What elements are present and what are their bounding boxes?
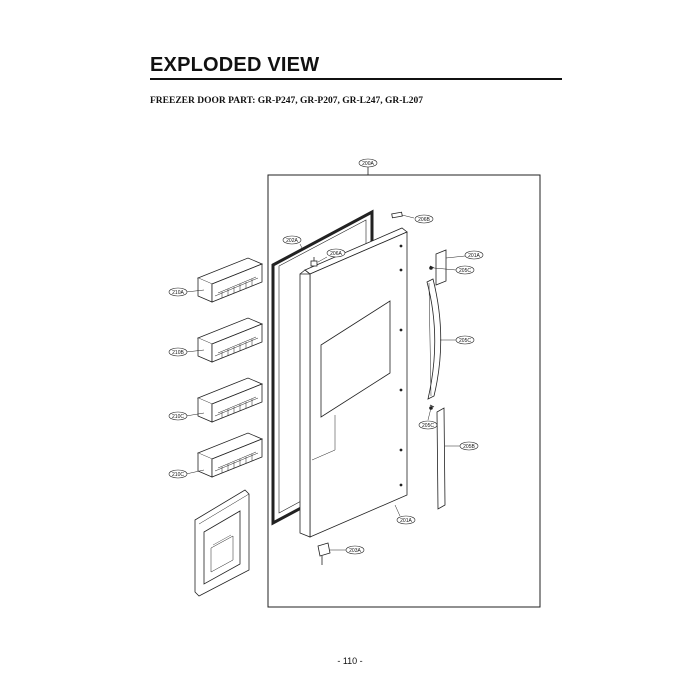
dispenser-cover bbox=[194, 489, 250, 597]
door-stopper bbox=[317, 542, 331, 565]
title-underline bbox=[150, 78, 562, 80]
part-label-gasket: 202A bbox=[282, 235, 302, 245]
svg-text:210A: 210A bbox=[172, 290, 184, 296]
svg-text:201A: 201A bbox=[400, 518, 412, 524]
door-handle bbox=[426, 278, 442, 400]
door-basket-3 bbox=[196, 377, 264, 423]
leader-lines bbox=[185, 214, 466, 551]
page-number: - 110 - bbox=[337, 656, 363, 666]
part-label-stopper: 203A bbox=[345, 545, 365, 555]
part-label-handle-screw-bottom: 205C bbox=[418, 420, 438, 430]
part-label-handle-cap: 201A bbox=[464, 250, 484, 260]
part-label-basket-3: 210C bbox=[168, 411, 188, 421]
svg-text:206B: 206B bbox=[418, 217, 430, 223]
svg-text:205C: 205C bbox=[459, 268, 471, 274]
part-label-basket-4: 210C bbox=[168, 469, 188, 479]
svg-text:202A: 202A bbox=[286, 238, 298, 244]
part-label-deco-strip: 205B bbox=[459, 441, 479, 451]
door-basket-4 bbox=[196, 432, 264, 478]
svg-text:210C: 210C bbox=[172, 472, 184, 478]
part-label-handle: 205C bbox=[455, 335, 475, 345]
hinge-cap bbox=[391, 211, 403, 219]
svg-text:210B: 210B bbox=[172, 350, 184, 356]
svg-text:205C: 205C bbox=[422, 423, 434, 429]
hinge-bushing bbox=[310, 257, 318, 267]
part-label-basket-1: 210A bbox=[168, 287, 188, 297]
assembly-frame bbox=[267, 174, 541, 608]
handle-screw-top bbox=[429, 265, 435, 270]
handle-cap bbox=[435, 249, 447, 286]
svg-text:203A: 203A bbox=[349, 548, 361, 554]
part-labels: 200A 202A 206A 206B 201A 205C 205C 205C bbox=[168, 158, 484, 555]
svg-text:201A: 201A bbox=[468, 253, 480, 259]
handle-screw-bottom bbox=[429, 404, 435, 410]
part-label-door: 201A bbox=[396, 515, 416, 525]
freezer-door bbox=[299, 227, 408, 538]
part-label-frame: 200A bbox=[358, 158, 378, 168]
part-label-handle-screw-top: 205C bbox=[455, 265, 475, 275]
deco-strip bbox=[436, 407, 446, 510]
svg-text:210C: 210C bbox=[172, 414, 184, 420]
part-label-basket-2: 210B bbox=[168, 347, 188, 357]
svg-text:200A: 200A bbox=[362, 161, 374, 167]
door-basket-2 bbox=[196, 317, 264, 363]
page-title: EXPLODED VIEW bbox=[150, 54, 320, 76]
svg-text:206A: 206A bbox=[330, 251, 342, 257]
part-label-hinge-cap: 206B bbox=[414, 214, 434, 224]
page-subtitle: FREEZER DOOR PART: GR-P247, GR-P207, GR-… bbox=[150, 96, 423, 106]
door-basket-1 bbox=[196, 257, 264, 303]
svg-text:205C: 205C bbox=[459, 338, 471, 344]
part-label-hinge-bushing: 206A bbox=[326, 248, 346, 258]
svg-text:205B: 205B bbox=[463, 444, 475, 450]
